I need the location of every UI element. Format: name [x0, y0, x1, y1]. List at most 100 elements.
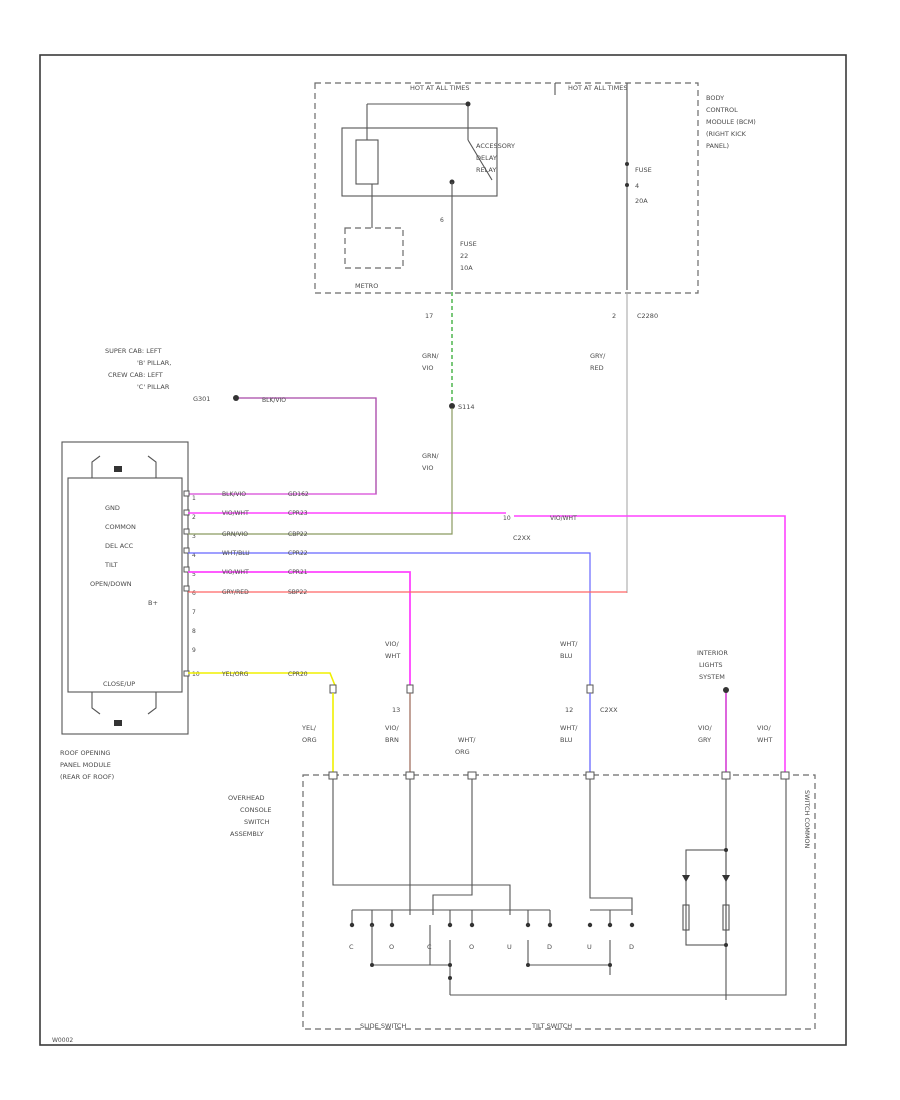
splice-label: S114: [458, 403, 475, 411]
pin-num-6: 6: [192, 590, 196, 597]
relay-label-2: DELAY: [476, 154, 497, 162]
connector-mid-pin: 10: [503, 515, 511, 522]
lamp-dot-bottom: [724, 943, 728, 947]
ground-label-2: 'B' PILLAR,: [137, 359, 171, 367]
row-wire-5: VIO/WHT: [222, 569, 249, 576]
pin-num-9: 9: [192, 647, 196, 654]
metro-label: METRO: [355, 282, 378, 290]
ground-label-1: SUPER CAB: LEFT: [105, 347, 162, 355]
module-mount-bottom: [114, 720, 122, 726]
wire-grn-vio-1: GRN/: [422, 352, 439, 360]
console-terminal-2: [405, 771, 415, 780]
outer-frame: [39, 54, 847, 1046]
module-pin-close: CLOSE/UP: [103, 680, 135, 688]
wire-wht-blu-1: WHT/: [560, 640, 578, 648]
wire-wht-blu-b2: BLU: [560, 736, 573, 744]
wire-grn-vio-b2: VIO: [422, 464, 433, 472]
fuse22-label-1: FUSE: [460, 240, 477, 248]
pin-num-5: 5: [192, 571, 196, 578]
wire-grn-vio-2: VIO: [422, 364, 433, 372]
module-terminals: [183, 490, 190, 677]
blk-vio-wire-core: [239, 397, 377, 494]
wht-blu-row-wire: [188, 552, 591, 690]
lamp-dot-top: [724, 848, 728, 852]
return-dot-3: [448, 976, 452, 980]
contact-c1: C: [349, 943, 354, 951]
fuse4-label-2: 4: [635, 182, 639, 190]
pin-num-1: 1: [192, 495, 196, 502]
overhead-console-box: [302, 774, 816, 1030]
fuse4-dot-a: [625, 162, 629, 166]
contact-o1: O: [389, 943, 394, 951]
int-wire-1: [332, 779, 511, 915]
row-circuit-3: CBP22: [288, 531, 308, 538]
interior-lights-3: SYSTEM: [699, 673, 725, 681]
module-pin-bplus: B+: [148, 599, 158, 607]
module-pin-open: OPEN/DOWN: [90, 580, 132, 588]
pin-num-3: 3: [192, 533, 196, 540]
contact-c2: C: [427, 943, 432, 951]
relay-coil: [355, 139, 379, 185]
row-wire-3: GRN/VIO: [222, 531, 248, 538]
wire-gry-red-1: GRY/: [590, 352, 606, 360]
yel-org-row-wire: [188, 672, 337, 689]
ground-wire: BLK/VIO: [262, 397, 286, 404]
row-circuit-5: CPR21: [288, 569, 308, 576]
terminal-3: [183, 528, 190, 535]
wire-wht-org-2: ORG: [455, 748, 470, 756]
vio-wht-row-wire-2: [188, 571, 411, 690]
module-pin-delacc: DEL ACC: [105, 542, 134, 550]
slide-switch-label: SLIDE SWITCH: [360, 1022, 406, 1030]
console-terminal-5: [721, 771, 731, 780]
contact-d2: D: [629, 943, 634, 951]
resistor-right: [722, 904, 730, 931]
contact-dot-7: [547, 922, 553, 928]
ground-id: G301: [193, 395, 210, 403]
contact-dot-4: [447, 922, 453, 928]
wire-wht-blu-b1: WHT/: [560, 724, 578, 732]
connector-mid-wire: VIO/WHT: [550, 515, 577, 522]
contact-dot-9: [607, 922, 613, 928]
contact-dot-1: [349, 922, 355, 928]
int-wire-3: [432, 779, 473, 915]
wire-vio-gry-1: VIO/: [698, 724, 712, 732]
connector-lower-pin-a: 13: [392, 706, 400, 714]
row-circuit-6: SBP22: [288, 589, 307, 596]
contact-dot-3: [389, 922, 395, 928]
module-inner: [67, 477, 183, 693]
row-wire-2: VIO/WHT: [222, 510, 249, 517]
module-mount-top: [114, 466, 122, 472]
interior-lights-1: INTERIOR: [697, 649, 728, 657]
wire-vio-brn-1: VIO/: [385, 724, 399, 732]
module-outline: [61, 441, 189, 735]
blk-vio-wire: [188, 397, 377, 495]
terminal-6: [183, 585, 190, 592]
bcm-box: [314, 82, 699, 294]
contact-d1: D: [547, 943, 552, 951]
splice-s114: [449, 403, 455, 409]
bcm-connector: C2280: [637, 312, 658, 320]
contact-dot-5: [469, 922, 475, 928]
row-circuit-2: CPR23: [288, 510, 308, 517]
contact-u1: U: [507, 943, 512, 951]
fuse22-label-3: 10A: [460, 264, 473, 272]
metro-box: [344, 227, 404, 269]
terminal-4: [183, 547, 190, 554]
wire-vio-wht-1: VIO/: [385, 640, 399, 648]
vio-wht-wire-right: [514, 515, 786, 775]
relay-label-3: RELAY: [476, 166, 496, 174]
tilt-switch-label: TILT SWITCH: [531, 1022, 572, 1030]
bcm-label-5: PANEL): [706, 142, 729, 150]
wht-connector: [586, 684, 594, 694]
wire-vio-wht-b1: VIO/: [757, 724, 771, 732]
bcm-label-1: BODY: [706, 94, 724, 102]
grn-vio-row-wire: [188, 408, 453, 535]
return-dot-2: [448, 963, 452, 967]
row-wire-4: WHT/BLU: [222, 550, 250, 557]
wire-vio-wht-2: WHT: [385, 652, 400, 660]
bcm-label-4: (RIGHT KICK: [706, 130, 747, 138]
module-bracket-bottom: [91, 692, 157, 715]
pin-num-2: 2: [192, 514, 196, 521]
switch-internals: [332, 779, 787, 996]
resistor-left: [682, 904, 690, 931]
